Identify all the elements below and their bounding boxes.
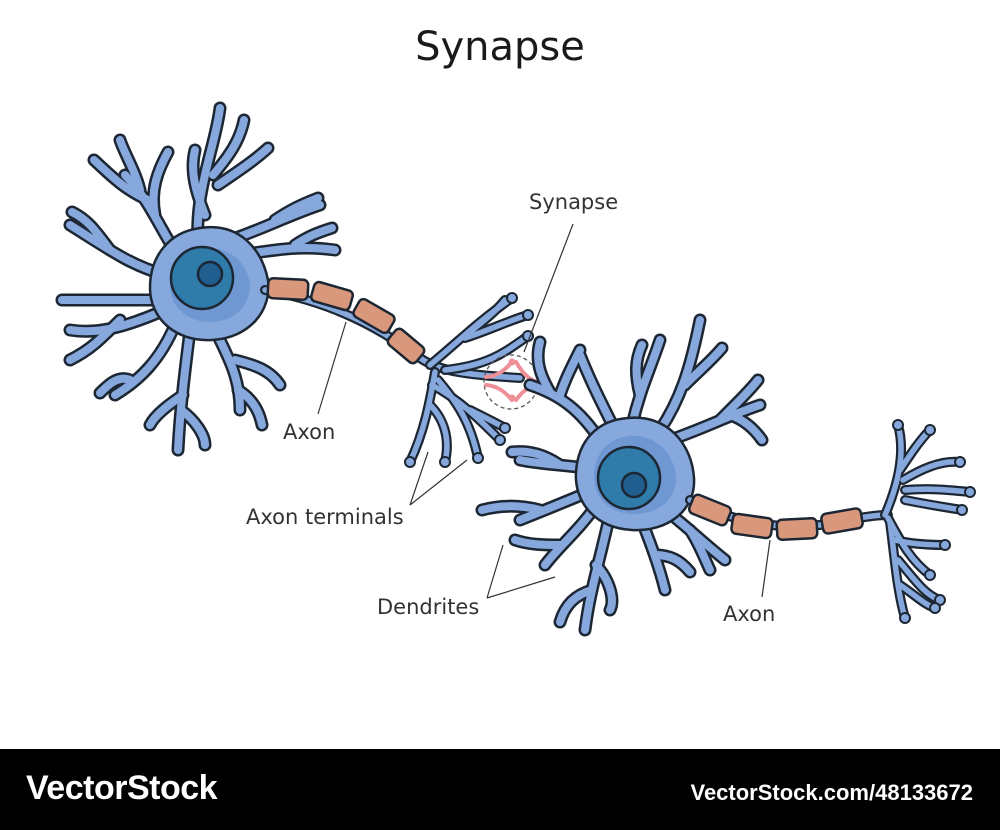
image-reference: VectorStock.com/48133672 — [690, 780, 973, 805]
axon-label-2: Axon — [723, 602, 776, 626]
axon-label-1: Axon — [283, 420, 336, 444]
dendrites-label: Dendrites — [377, 595, 480, 619]
axon-terminals-label: Axon terminals — [246, 505, 404, 529]
neuron-1 — [55, 101, 534, 468]
diagram-title: Synapse — [415, 24, 585, 70]
synapse-diagram — [55, 101, 976, 637]
neuron-2-myelin-sheaths — [687, 493, 864, 542]
neuron-2 — [475, 313, 976, 637]
brand-logo: VectorStock — [26, 769, 218, 807]
neuron-2-nucleolus — [620, 471, 648, 499]
neuron-1-nucleolus — [196, 260, 224, 288]
synapse-label: Synapse — [529, 190, 619, 214]
footer-bar: VectorStock VectorStock.com/48133672 — [0, 749, 1000, 830]
neuron-1-myelin-sheaths — [266, 276, 426, 365]
leader-lines — [317, 223, 771, 599]
